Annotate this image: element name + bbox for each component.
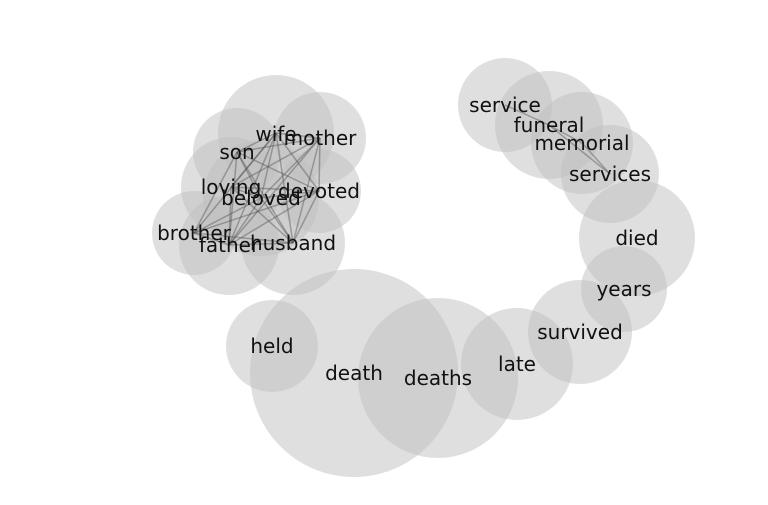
edge-wife-beloved xyxy=(260,132,277,199)
edge-memorial-services xyxy=(581,142,611,175)
word-label-father: father xyxy=(199,233,260,257)
edge-father-husband xyxy=(228,242,294,246)
edge-layer xyxy=(193,104,611,246)
word-label-survived: survived xyxy=(537,320,623,344)
edge-loving-devoted xyxy=(230,186,320,192)
edge-loving-father xyxy=(228,186,232,246)
edge-devoted-beloved xyxy=(260,190,320,199)
word-label-loving: loving xyxy=(201,175,262,199)
word-label-late: late xyxy=(498,352,536,376)
edge-mother-beloved xyxy=(260,137,321,199)
edge-son-devoted xyxy=(236,151,320,192)
edge-beloved-brother xyxy=(193,197,262,234)
word-label-beloved: beloved xyxy=(221,186,301,210)
edge-wife-mother xyxy=(275,132,321,139)
word-label-held: held xyxy=(250,334,293,358)
edge-son-brother xyxy=(193,151,238,234)
edge-son-father xyxy=(228,151,238,246)
edge-mother-son xyxy=(236,137,321,153)
edge-wife-husband xyxy=(275,132,294,244)
edge-devoted-father xyxy=(228,190,320,246)
bubble-layer xyxy=(152,58,695,477)
bubble-husband xyxy=(241,191,345,295)
word-label-services: services xyxy=(569,162,651,186)
edge-wife-son xyxy=(236,132,277,153)
edge-funeral-memorial xyxy=(548,124,583,144)
word-label-memorial: memorial xyxy=(534,131,629,155)
edge-service-funeral xyxy=(504,104,550,126)
edge-wife-father xyxy=(228,132,277,246)
edge-wife-loving xyxy=(230,132,277,188)
edge-devoted-husband xyxy=(292,190,320,244)
edge-mother-father xyxy=(228,137,321,246)
edge-mother-loving xyxy=(230,137,321,188)
edge-brother-father xyxy=(193,232,230,246)
word-label-years: years xyxy=(596,277,651,301)
edge-loving-husband xyxy=(230,186,294,244)
word-label-funeral: funeral xyxy=(514,113,585,137)
word-label-brother: brother xyxy=(157,221,232,245)
edge-mother-devoted xyxy=(318,137,321,192)
edge-beloved-father xyxy=(228,197,262,246)
word-label-died: died xyxy=(615,226,658,250)
edge-brother-husband xyxy=(193,232,294,244)
word-label-deaths: deaths xyxy=(404,366,472,390)
edge-beloved-husband xyxy=(260,197,294,244)
word-label-service: service xyxy=(469,93,541,117)
edge-funeral-services xyxy=(548,124,611,175)
word-label-son: son xyxy=(219,140,254,164)
word-label-death: death xyxy=(325,361,383,385)
edge-loving-beloved xyxy=(230,186,262,199)
word-label-devoted: devoted xyxy=(278,179,360,203)
edge-mother-husband xyxy=(292,137,321,244)
bubble-held xyxy=(226,300,318,392)
word-label-mother: mother xyxy=(284,126,358,150)
word-label-husband: husband xyxy=(250,231,336,255)
edge-wife-brother xyxy=(193,132,277,234)
edge-son-beloved xyxy=(236,151,262,199)
word-label-wife: wife xyxy=(255,122,296,146)
edge-wife-devoted xyxy=(275,132,320,192)
edge-son-husband xyxy=(236,151,294,244)
edge-devoted-brother xyxy=(193,190,320,234)
